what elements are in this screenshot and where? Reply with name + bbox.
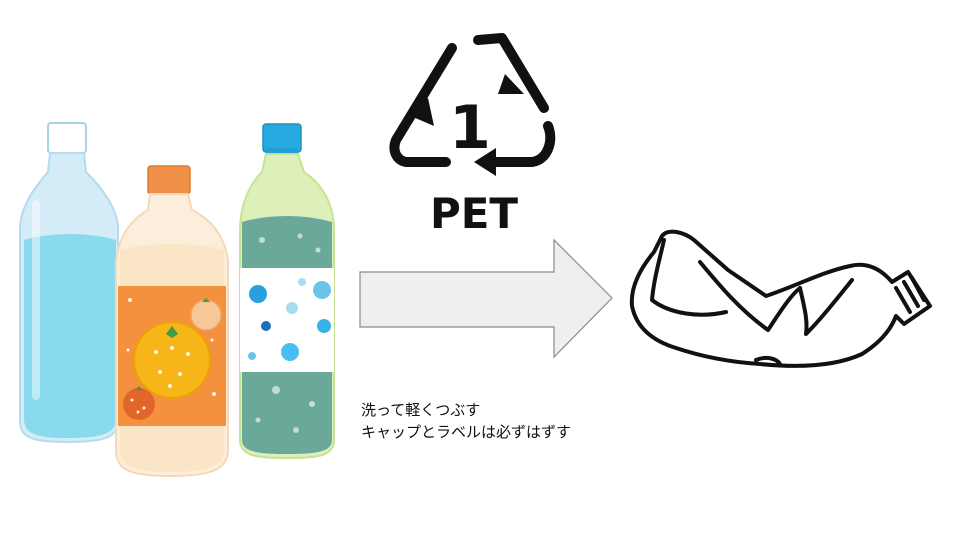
instruction-text: 洗って軽くつぶす キャップとラベルは必ずはずす: [361, 399, 571, 443]
recycle-arrow-right: [473, 33, 549, 113]
crushed-bottle-illustration: [629, 229, 932, 368]
orange-fruit-large: [134, 322, 210, 398]
soda-bottle-illustration: [239, 123, 335, 460]
process-arrow: [359, 238, 613, 359]
water-liquid: [24, 234, 116, 438]
soda-bottle-cap: [262, 123, 302, 153]
water-bottle-cap: [47, 122, 87, 154]
orange-fruit-small: [190, 299, 222, 331]
crushed-bottle-outline: [629, 229, 932, 368]
instruction-line-remove-cap-label: キャップとラベルは必ずはずす: [361, 423, 572, 441]
recycle-arrow-left: [389, 43, 457, 167]
soda-label-dots: [248, 278, 331, 361]
water-bottle-illustration: [19, 122, 119, 444]
orange-bottle-cap: [147, 165, 191, 195]
instruction-line-wash: 洗って軽くつぶす: [361, 401, 481, 419]
orange-fruit-dark: [123, 388, 155, 420]
recycle-arrow-bottom: [485, 121, 556, 167]
recycle-number: 1: [449, 93, 491, 163]
pet-recycling-symbol: [389, 33, 556, 176]
orange-bottle-illustration: [115, 165, 229, 478]
pet-label: PET: [430, 189, 518, 238]
